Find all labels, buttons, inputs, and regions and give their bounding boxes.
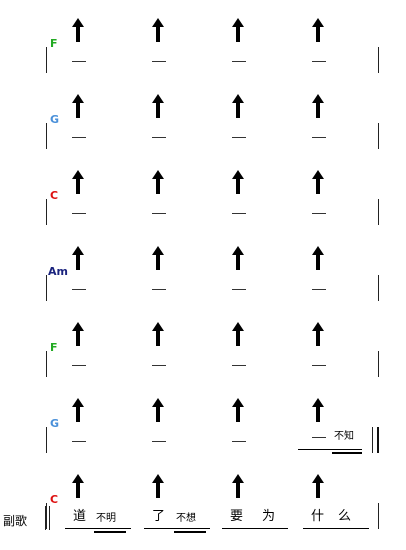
lyric-underline [303,528,369,529]
lyric-underline [174,531,206,533]
up-stroke-arrow-icon [312,170,324,194]
bar-line-right [378,503,379,529]
lyric-underline [144,528,210,529]
beat-dash [72,289,86,290]
beat-dash [232,137,246,138]
beat-dash [72,213,86,214]
up-stroke-arrow-icon [152,322,164,346]
bar-line-right [378,123,379,149]
up-stroke-arrow-icon [232,322,244,346]
beat-dash [312,437,326,438]
beat-dash [232,61,246,62]
beat-dash [152,365,166,366]
up-stroke-arrow-icon [152,398,164,422]
chord-label: Am [48,265,68,278]
up-stroke-arrow-icon [232,18,244,42]
beat-dash [152,441,166,442]
lyric-underline [298,449,362,450]
lyric-char: 道 [73,509,87,524]
chord-label: G [50,113,60,126]
up-stroke-arrow-icon [312,398,324,422]
beat-dash [72,61,86,62]
up-stroke-arrow-icon [312,18,324,42]
lyric-char: 不想 [176,513,196,524]
beat-dash [152,289,166,290]
lyric-char: 要 [230,509,244,524]
up-stroke-arrow-icon [152,18,164,42]
lyric-char: 了 [152,509,166,524]
bar-line-right [378,47,379,73]
beat-dash [312,213,326,214]
lyric-underline [65,528,131,529]
up-stroke-arrow-icon [232,474,244,498]
bar-line-left [45,506,46,530]
bar-line-right [378,275,379,301]
bar-line-left [46,47,47,73]
bar-line-left [46,503,47,529]
lyric-underline [222,528,288,529]
beat-dash [232,365,246,366]
beat-dash [232,289,246,290]
chord-label: G [50,417,60,430]
bar-line-left [49,506,50,530]
up-stroke-arrow-icon [312,94,324,118]
lyric-char: 什 [311,509,325,524]
lyric-underline [94,531,126,533]
up-stroke-arrow-icon [72,474,84,498]
up-stroke-arrow-icon [72,94,84,118]
lyric-char: 为 [262,509,276,524]
section-label: 副歌 [3,514,28,528]
up-stroke-arrow-icon [152,246,164,270]
up-stroke-arrow-icon [232,94,244,118]
up-stroke-arrow-icon [232,398,244,422]
chord-label: F [50,341,58,354]
beat-dash [72,137,86,138]
bar-line-left [46,427,47,453]
bar-line-left [46,275,47,301]
beat-dash [232,213,246,214]
lyric-underline [332,452,362,454]
beat-dash [312,289,326,290]
up-stroke-arrow-icon [72,246,84,270]
chord-label: C [50,189,59,202]
bar-line-left [46,123,47,149]
up-stroke-arrow-icon [72,322,84,346]
beat-dash [232,441,246,442]
up-stroke-arrow-icon [312,474,324,498]
bar-line-left [46,351,47,377]
chord-label: F [50,37,58,50]
bar-line-right [378,351,379,377]
up-stroke-arrow-icon [72,170,84,194]
up-stroke-arrow-icon [72,398,84,422]
repeat-bar-thin [372,427,373,453]
beat-dash [312,365,326,366]
up-stroke-arrow-icon [312,246,324,270]
bar-line-right [378,199,379,225]
beat-dash [152,137,166,138]
up-stroke-arrow-icon [152,474,164,498]
up-stroke-arrow-icon [312,322,324,346]
lyric-small: 不知 [334,431,354,442]
beat-dash [312,61,326,62]
beat-dash [152,61,166,62]
chord-label: C [50,493,59,506]
bar-line-left [46,199,47,225]
up-stroke-arrow-icon [72,18,84,42]
up-stroke-arrow-icon [232,246,244,270]
beat-dash [152,213,166,214]
beat-dash [72,441,86,442]
up-stroke-arrow-icon [152,170,164,194]
beat-dash [312,137,326,138]
up-stroke-arrow-icon [232,170,244,194]
repeat-bar-thick [377,427,379,453]
beat-dash [72,365,86,366]
up-stroke-arrow-icon [152,94,164,118]
lyric-char: 不明 [96,513,116,524]
lyric-char: 么 [338,509,352,524]
